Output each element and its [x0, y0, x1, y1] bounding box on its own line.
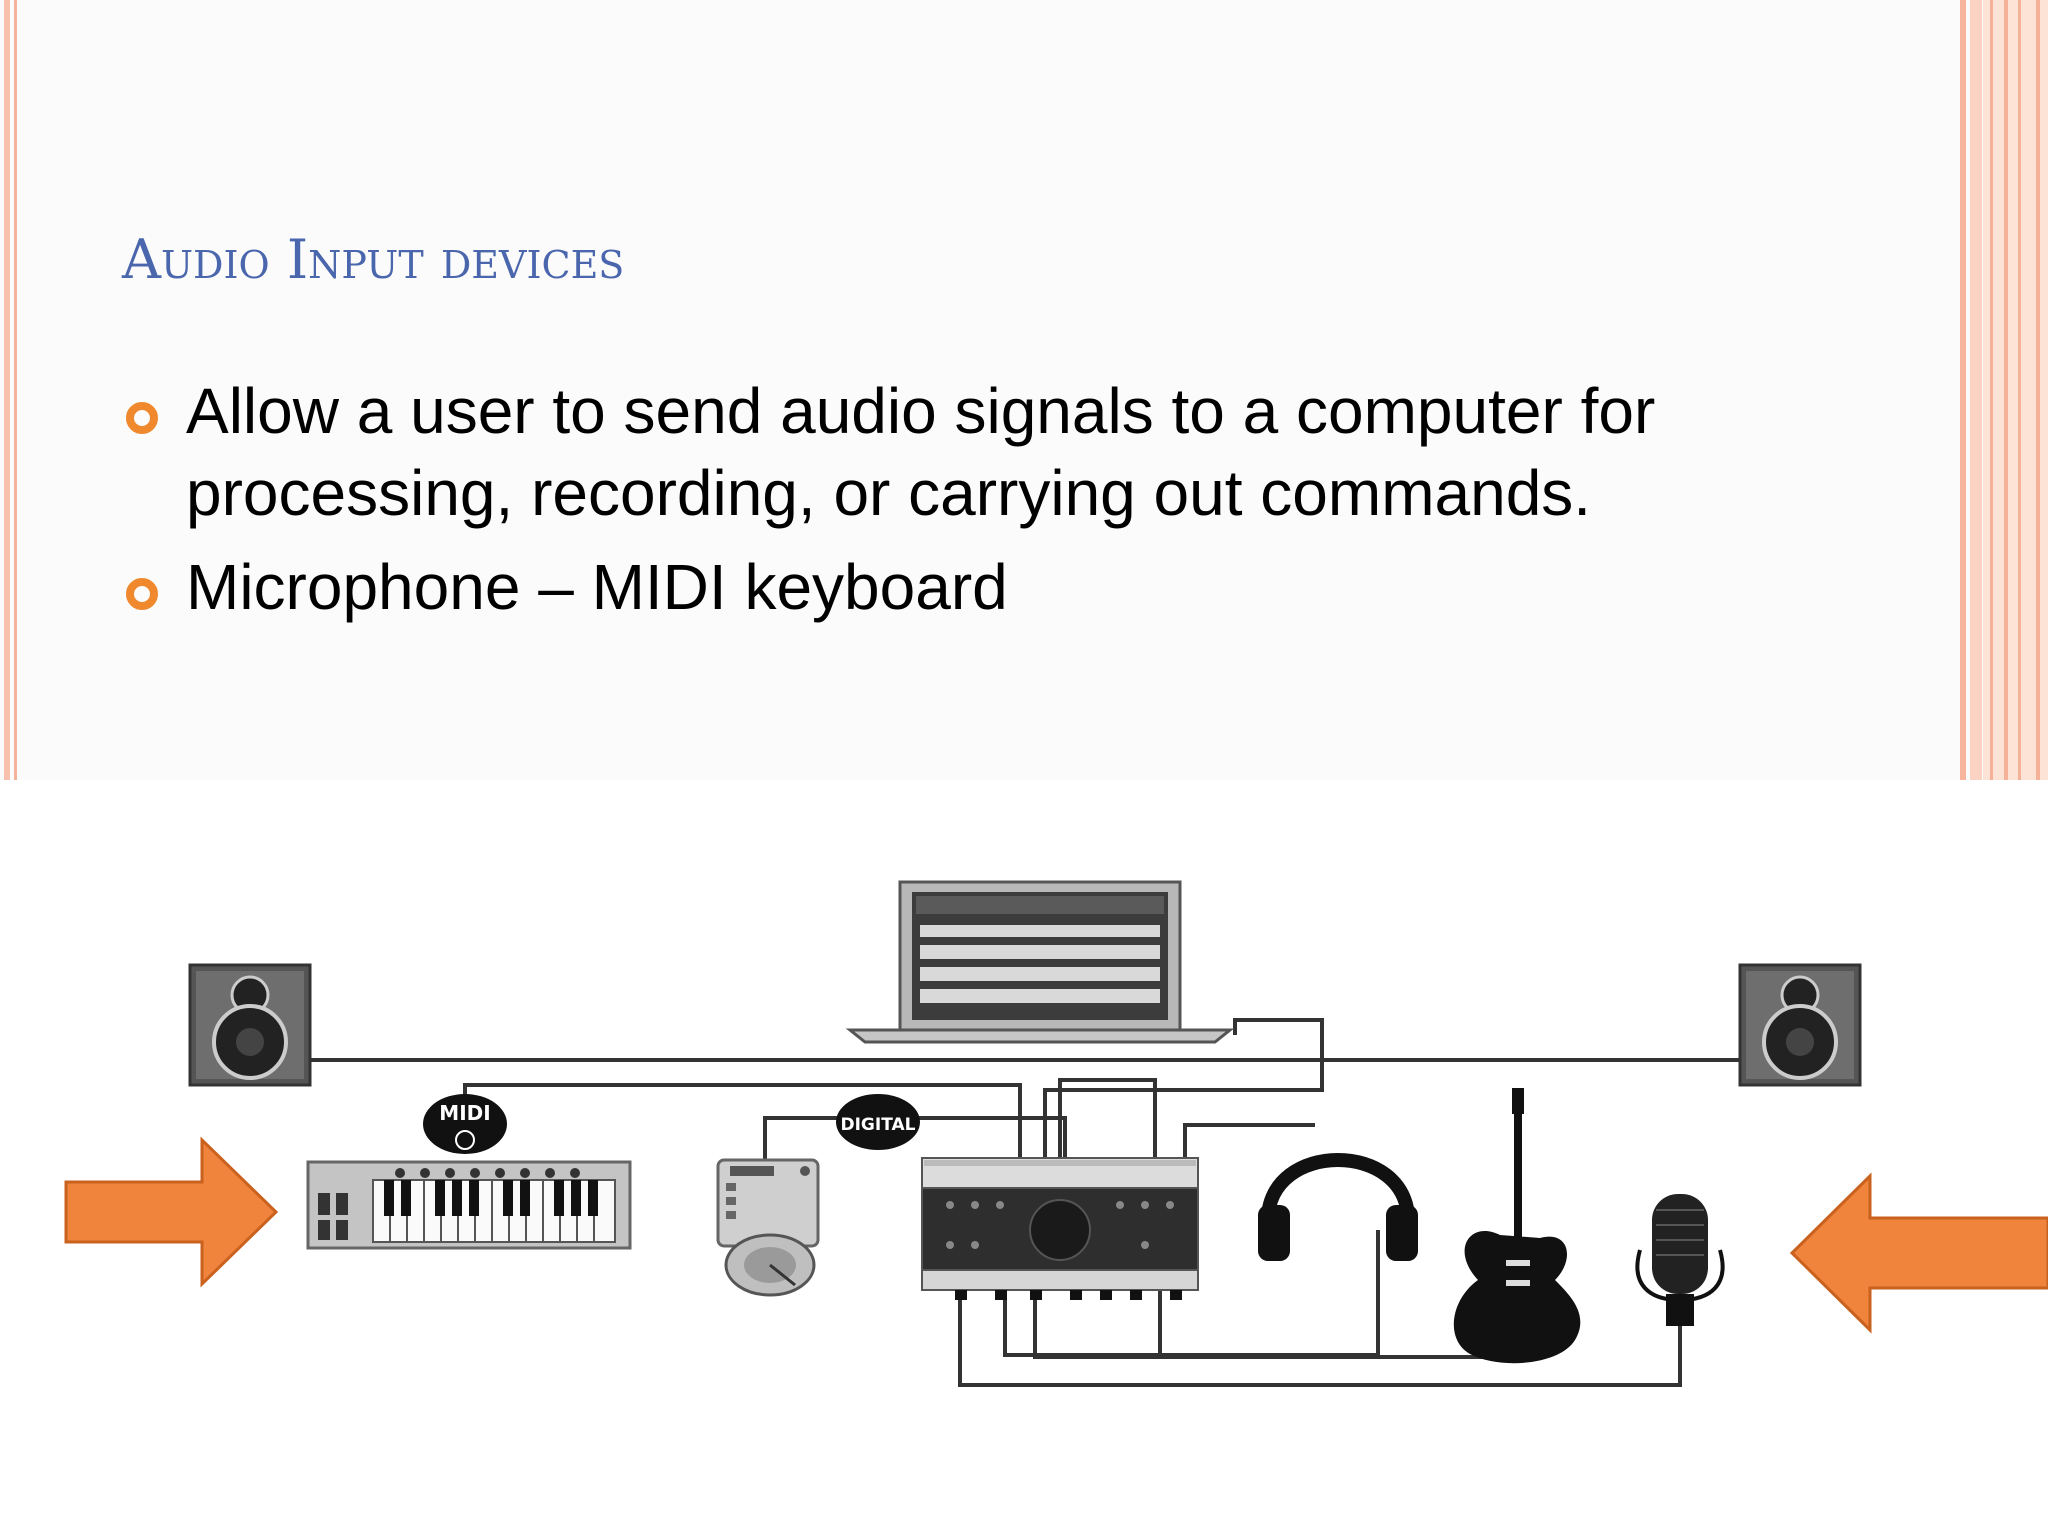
midi-label-badge: MIDI	[423, 1094, 507, 1154]
speaker-icon	[188, 963, 312, 1087]
slide: Audio Input devices Allow a user to send…	[4, 0, 2048, 780]
midi-keyboard-icon	[306, 1160, 632, 1250]
bullet-ring-icon	[126, 578, 158, 610]
bullet-item: Microphone – MIDI keyboard	[120, 546, 1920, 628]
studio-setup-diagram: MIDI DIGITAL	[0, 780, 2048, 1536]
bullet-item: Allow a user to send audio signals to a …	[120, 370, 1920, 534]
bullet-text: Allow a user to send audio signals to a …	[186, 375, 1656, 529]
right-border-stripe	[1960, 0, 1966, 780]
right-border-stripe	[2004, 0, 2008, 780]
diagram-svg: MIDI DIGITAL	[64, 880, 2048, 1387]
left-border-stripe	[14, 0, 17, 780]
right-border-stripe	[2036, 0, 2040, 780]
digital-label-badge: DIGITAL	[836, 1094, 920, 1150]
speaker-icon	[1738, 963, 1862, 1087]
laptop-icon	[845, 880, 1235, 1044]
right-border-stripe	[2018, 0, 2021, 780]
midi-label: MIDI	[439, 1101, 490, 1125]
audio-interface-icon	[921, 1157, 1199, 1300]
bullet-text: Microphone – MIDI keyboard	[186, 551, 1008, 623]
left-border-stripe	[4, 0, 10, 780]
right-border-stripe	[1970, 0, 1982, 780]
slide-title: Audio Input devices	[122, 228, 625, 291]
guitar-icon	[1453, 1088, 1581, 1364]
arrow-icon	[1789, 1172, 2048, 1334]
headphones-icon	[1258, 1153, 1418, 1261]
bullet-list: Allow a user to send audio signals to a …	[120, 370, 1920, 628]
dj-controller-icon	[716, 1158, 820, 1297]
microphone-icon	[1635, 1194, 1725, 1326]
digital-label: DIGITAL	[841, 1115, 916, 1135]
arrow-icon	[64, 1136, 279, 1288]
bullet-ring-icon	[126, 402, 158, 434]
right-border-stripe	[1990, 0, 1993, 780]
